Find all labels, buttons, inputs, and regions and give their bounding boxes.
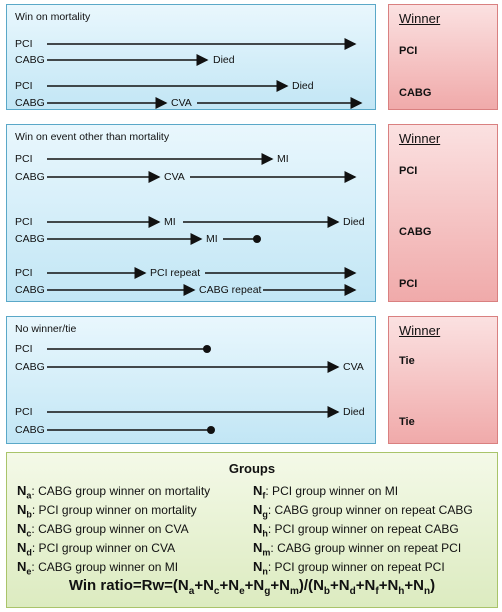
row-label-cabg: CABG [15, 233, 45, 245]
row-label-pci: PCI [15, 406, 33, 418]
winner-value: CABG [399, 226, 432, 238]
row-label-cabg: CABG [15, 284, 45, 296]
row-label-cabg: CABG [15, 361, 45, 373]
row-label-pci: PCI [15, 343, 33, 355]
timeline-arrows [47, 345, 340, 434]
event-label-mi: MI [164, 216, 176, 228]
win-ratio-formula: Win ratio=Rw=(Na+Nc+Ne+Ng+Nm)/(Nb+Nd+Nf+… [68, 577, 436, 597]
row-label-cabg: CABG [15, 54, 45, 66]
group-n: Nn: PCI group winner on repeat PCI [253, 559, 445, 577]
event-label-cva: CVA [343, 361, 364, 373]
groups-panel: Groups Na: CABG group winner on mortalit… [6, 452, 498, 608]
row-label-pci: PCI [15, 80, 33, 92]
row-label-cabg: CABG [15, 97, 45, 109]
winner-value: Tie [399, 416, 415, 428]
event-label-pci-repeat: PCI repeat [150, 267, 201, 279]
groups-title: Groups [228, 461, 276, 476]
tie-winner-box: Winner Tie Tie [388, 316, 498, 444]
panel-title: Win on event other than mortality [15, 131, 170, 143]
group-f: Nf: PCI group winner on MI [253, 483, 399, 501]
winner-header: Winner [399, 11, 441, 26]
group-h: Nh: PCI group winner on repeat CABG [253, 521, 459, 539]
event-label-died: Died [292, 80, 314, 92]
row-label-pci: PCI [15, 38, 33, 50]
winner-value: Tie [399, 355, 415, 367]
winner-header: Winner [399, 323, 441, 338]
event-winner-box: Winner PCI CABG PCI [388, 124, 498, 302]
group-m: Nm: CABG group winner on repeat PCI [253, 540, 462, 558]
group-a: Na: CABG group winner on mortality [17, 483, 211, 501]
event-label-cva: CVA [171, 97, 192, 109]
mortality-winner-box: Winner PCI CABG [388, 4, 498, 110]
event-panel: Win on event other than mortality PCI MI… [6, 124, 376, 302]
event-label-mi: MI [277, 153, 289, 165]
event-label-died: Died [213, 54, 235, 66]
winner-header: Winner [399, 131, 441, 146]
event-label-cabg-repeat: CABG repeat [199, 284, 262, 296]
winner-value: PCI [399, 165, 418, 177]
row-label-pci: PCI [15, 267, 33, 279]
panel-title: No winner/tie [15, 323, 77, 335]
event-label-cva: CVA [164, 171, 185, 183]
group-e: Ne: CABG group winner on MI [17, 559, 179, 577]
event-label-mi: MI [206, 233, 218, 245]
event-label-died: Died [343, 406, 365, 418]
tie-panel: No winner/tie PCI CABG CVA PCI Died CABG [6, 316, 376, 444]
group-b: Nb: PCI group winner on mortality [17, 502, 197, 520]
row-label-cabg: CABG [15, 424, 45, 436]
group-d: Nd: PCI group winner on CVA [17, 540, 176, 558]
row-label-pci: PCI [15, 216, 33, 228]
group-c: Nc: CABG group winner on CVA [17, 521, 189, 539]
event-label-died: Died [343, 216, 365, 228]
row-label-pci: PCI [15, 153, 33, 165]
winner-value: PCI [399, 278, 418, 290]
panel-title: Win on mortality [15, 11, 91, 23]
group-g: Ng: CABG group winner on repeat CABG [253, 502, 473, 520]
winner-value: CABG [399, 87, 432, 99]
mortality-panel: Win on mortality PCI CABG Died PCI Died … [6, 4, 376, 110]
row-label-cabg: CABG [15, 171, 45, 183]
winner-value: PCI [399, 45, 418, 57]
